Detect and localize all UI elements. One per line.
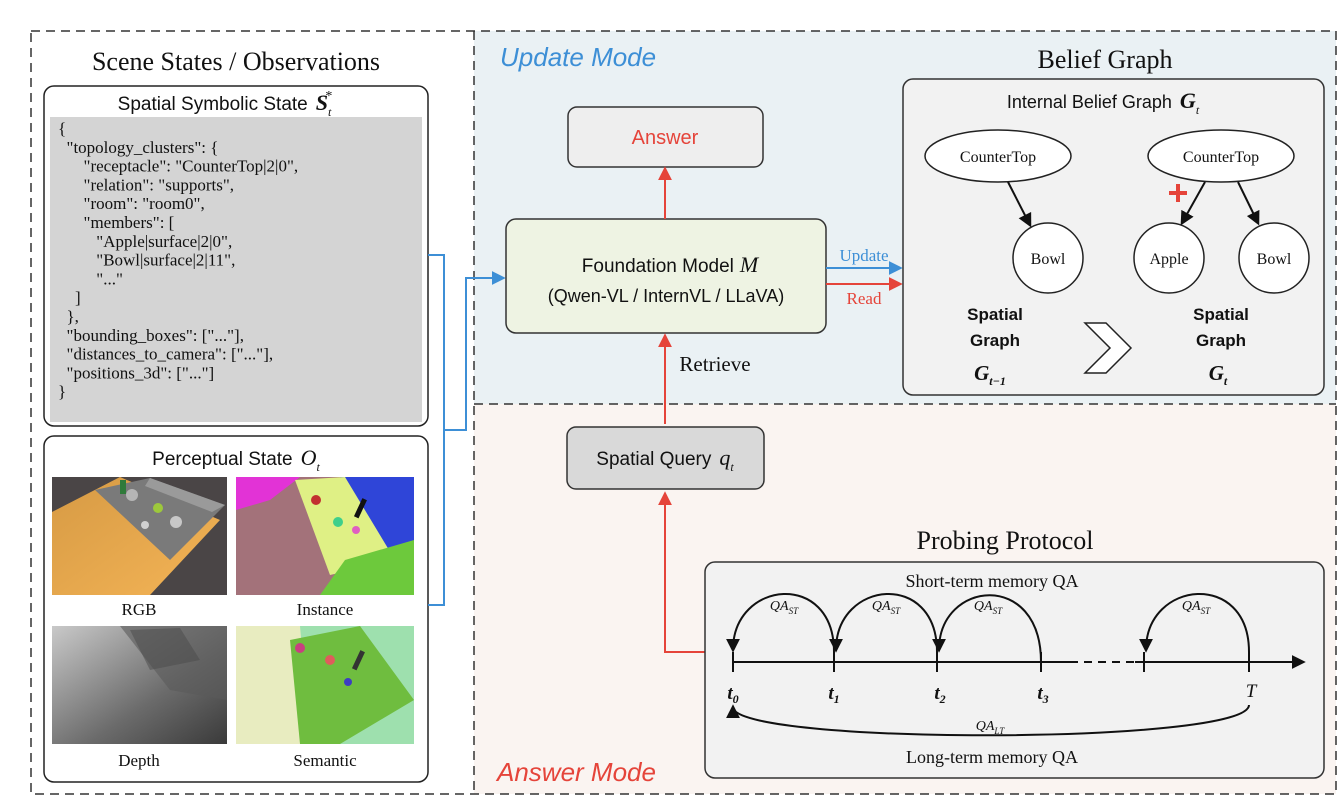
qa-st-label-2: QAST [872,599,901,616]
qa-st-label-4: QAST [1182,599,1211,616]
probing-to-query-arrow [658,491,705,653]
right-countertop-label: CounterTop [1183,149,1259,166]
qa-st-label-3: QAST [974,599,1003,616]
json-line: "room": "room0", [58,194,205,213]
json-line: "receptacle": "CounterTop|2|0", [58,157,298,176]
json-line: } [58,382,66,401]
left-bowl-node [1012,222,1084,294]
countertop-bowl-edge [1237,181,1260,226]
countertop-apple-edge [1180,181,1206,226]
spatial-query-box [566,426,765,490]
short-term-memory-label: Short-term memory QA [906,571,1079,591]
st-arc-2 [829,593,938,653]
depth-image [52,626,227,744]
json-line: "relation": "supports", [58,175,234,194]
right-graph-caption-1: Spatial [1193,305,1249,324]
lt-arc [726,704,1250,737]
right-bowl-label: Bowl [1257,251,1292,268]
outer-frame [30,30,1337,795]
left-bowl-label: Bowl [1031,251,1066,268]
left-countertop-label: CounterTop [960,149,1036,166]
observation-to-model-arrow [444,271,506,431]
json-line: "positions_3d": ["..."] [58,363,214,382]
retrieve-label: Retrieve [679,352,750,376]
json-line: }, [58,307,79,326]
json-line: "bounding_boxes": ["..."], [58,326,244,345]
transition-chevron-icon [1083,322,1133,374]
right-apple-label: Apple [1149,251,1188,268]
st-arc-1 [726,593,835,653]
left-panel-title: Scene States / Observations [92,47,380,76]
json-line: "Apple|surface|2|0", [58,232,232,251]
json-code-block: { "topology_clusters": { "receptacle": "… [58,119,298,401]
json-line: "members": [ [58,213,175,232]
json-line: "Bowl|surface|2|11", [58,251,235,270]
json-background [50,117,422,422]
semantic-label: Semantic [293,751,357,770]
probing-protocol-title: Probing Protocol [917,526,1094,555]
json-line: "..." [58,269,123,288]
st-arc-3 [932,594,1042,663]
tick-label-T: T [1246,681,1258,702]
add-edge-plus-icon [1169,184,1187,202]
right-bowl-node [1238,222,1310,294]
json-line: { [58,119,66,138]
right-graph-caption-2: Graph [1196,331,1246,350]
left-graph-caption-1: Spatial [967,305,1023,324]
left-graph-symbol: Gt−1 [974,361,1006,388]
long-term-memory-label: Long-term memory QA [906,747,1078,767]
left-countertop-node [924,129,1072,183]
rgb-label: RGB [122,600,157,619]
observation-bracket [428,254,445,606]
left-graph-caption-2: Graph [970,331,1020,350]
update-mode-label: Update Mode [500,42,656,72]
foundation-model-variants: (Qwen-VL / InternVL / LLaVA) [548,286,784,306]
json-line: ] [58,288,81,307]
right-countertop-node [1147,129,1295,183]
belief-graph-title: Belief Graph [1037,45,1172,74]
instance-label: Instance [297,600,354,619]
right-apple-node [1133,222,1205,294]
rgb-image [52,477,227,595]
right-graph-symbol: Gt [1209,361,1228,388]
semantic-image [236,626,414,744]
json-line: "distances_to_camera": ["..."], [58,345,273,364]
tick-label-t2: t2 [934,683,945,706]
answer-text: Answer [632,127,699,149]
json-line: "topology_clusters": { [58,138,218,157]
instance-image [236,477,414,595]
qa-st-label-1: QAST [770,599,799,616]
st-arc-4 [1139,593,1250,653]
tick-label-t3: t3 [1037,683,1048,706]
tick-label-t0: t0 [727,683,738,706]
update-label: Update [839,246,888,265]
qa-lt-label: QALT [976,719,1005,736]
tick-label-t1: t1 [828,683,839,706]
probing-protocol-box [704,561,1325,779]
read-label: Read [847,289,882,308]
left-countertop-bowl-edge [1007,181,1032,228]
depth-label: Depth [118,751,160,770]
answer-mode-label: Answer Mode [495,757,656,787]
